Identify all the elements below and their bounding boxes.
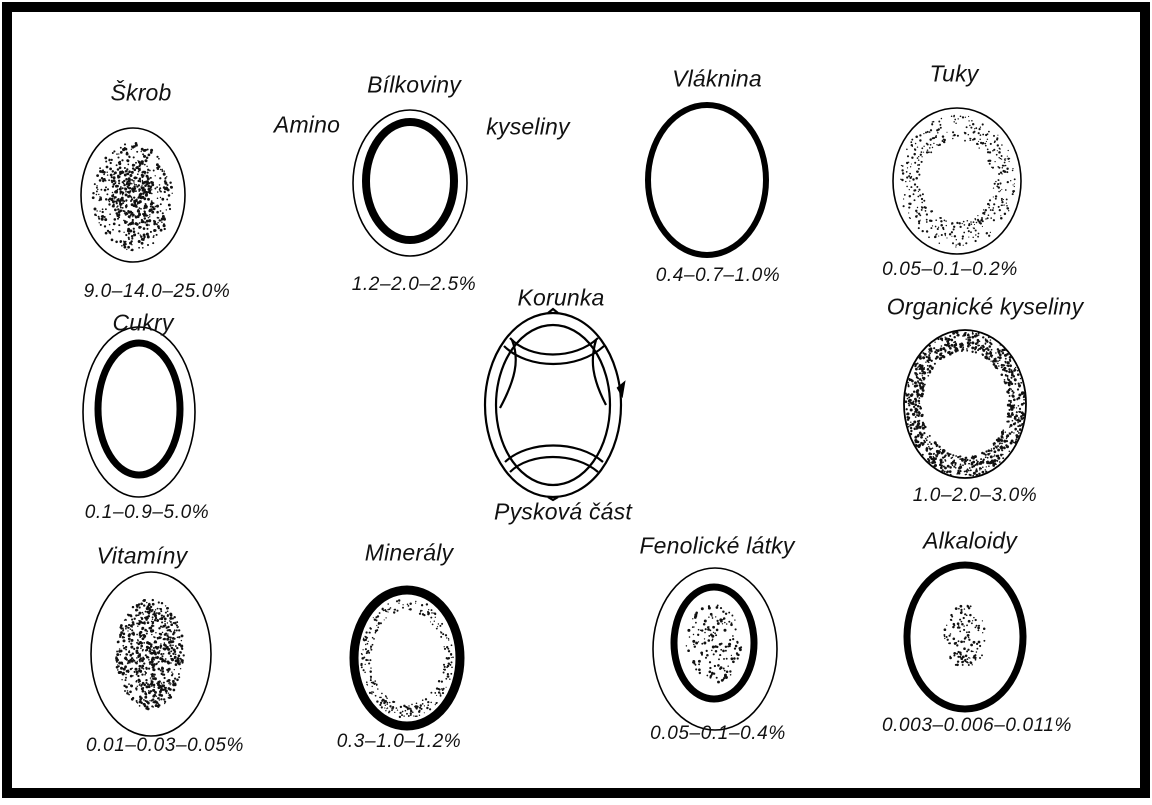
label-pyskova: Pysková část (494, 499, 632, 526)
label-fenolicke: Fenolické látky (639, 533, 794, 560)
label-amino: Amino (274, 112, 340, 139)
label-cukry: Cukry (112, 310, 173, 337)
value-fenolicke: 0.05–0.1–0.4% (650, 723, 786, 745)
value-tuky: 0.05–0.1–0.2% (882, 259, 1018, 281)
label-alkaloidy: Alkaloidy (923, 528, 1017, 555)
value-mineraly: 0.3–1.0–1.2% (337, 731, 461, 753)
label-kyseliny: kyseliny (486, 114, 569, 141)
value-bilkoviny: 1.2–2.0–2.5% (352, 274, 476, 296)
label-vlaknina: Vláknina (672, 66, 762, 93)
label-bilkoviny: Bílkoviny (367, 72, 461, 99)
value-cukry: 0.1–0.9–5.0% (85, 502, 209, 524)
label-mineraly: Minerály (365, 540, 454, 567)
label-tuky: Tuky (930, 61, 979, 88)
label-vitaminy: Vitamíny (97, 543, 188, 570)
value-vitaminy: 0.01–0.03–0.05% (86, 735, 244, 757)
value-skrob: 9.0–14.0–25.0% (84, 281, 231, 303)
value-alkaloidy: 0.003–0.006–0.011% (882, 715, 1072, 737)
label-organicke: Organické kyseliny (887, 294, 1084, 321)
value-vlaknina: 0.4–0.7–1.0% (656, 265, 780, 287)
value-organicke: 1.0–2.0–3.0% (913, 485, 1037, 507)
label-korunka: Korunka (517, 285, 604, 312)
label-skrob: Škrob (110, 80, 171, 107)
